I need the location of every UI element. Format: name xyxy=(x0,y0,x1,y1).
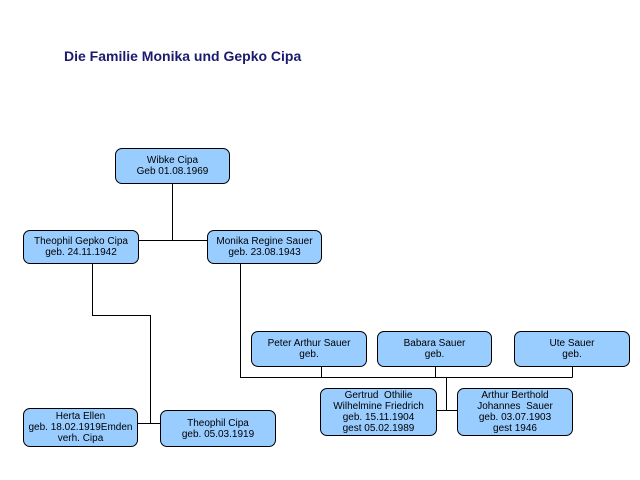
person-dates: Geb 01.08.1969 xyxy=(136,166,209,177)
person-birth: geb. 15.11.1904 xyxy=(342,412,415,423)
person-name: Gertrud Othilie xyxy=(344,390,413,401)
person-name: Theophil Gepko Cipa xyxy=(34,236,128,247)
person-dates: geb. xyxy=(299,349,319,360)
person-name: Peter Arthur Sauer xyxy=(267,338,351,349)
person-marriage: verh. Cipa xyxy=(57,433,104,444)
person-death: gest 05.02.1989 xyxy=(342,423,415,434)
person-name: Ute Sauer xyxy=(549,338,595,349)
person-dates: geb. xyxy=(562,349,582,360)
person-dates: geb. 24.11.1942 xyxy=(45,247,117,258)
person-death: gest 1946 xyxy=(493,423,537,434)
connector-sauer-parents xyxy=(436,377,457,411)
person-dates: geb. xyxy=(424,349,445,360)
person-name: Monika Regine Sauer xyxy=(216,236,313,247)
person-dates: geb. 05.03.1919 xyxy=(181,428,255,440)
connector-monika-siblings xyxy=(240,263,573,378)
person-name: Babara Sauer xyxy=(403,338,466,349)
person-name: Theophil Cipa xyxy=(187,417,249,429)
person-name-cont: Johannes Sauer xyxy=(477,401,553,412)
person-birth: geb. 03.07.1903 xyxy=(478,412,552,423)
person-name: Herta Ellen xyxy=(55,411,106,422)
connector-gepko-parents xyxy=(92,263,160,424)
page-title: Die Familie Monika und Gepko Cipa xyxy=(64,48,302,64)
person-name: Arthur Berthold xyxy=(481,390,549,401)
person-name: Wibke Cipa xyxy=(146,155,199,166)
person-dates: geb. 23.08.1943 xyxy=(228,247,301,258)
connector-wibke-parents xyxy=(138,183,207,241)
person-birth: geb. 18.02.1919Emden xyxy=(28,422,133,433)
person-name-cont: Wilhelmine Friedrich xyxy=(333,401,424,412)
